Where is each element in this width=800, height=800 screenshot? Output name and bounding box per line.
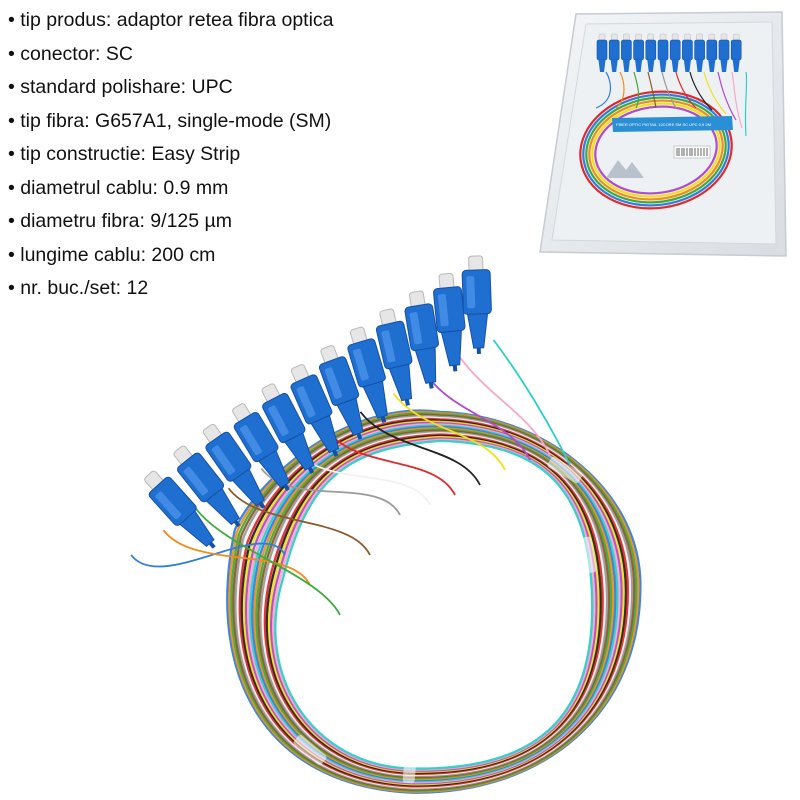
fiber-strand xyxy=(359,411,481,486)
fiber-loop-strand xyxy=(234,415,633,790)
fiber-loop-strand xyxy=(232,413,636,791)
sc-connector-row xyxy=(144,255,492,549)
product-package-image: FIBER OPTIC PIGTAIL 12CORE SM SC UPC 0.9… xyxy=(539,11,787,257)
package-fiber-strands xyxy=(595,71,748,137)
fiber-strand xyxy=(130,542,286,568)
spec-item: diametrul cablu: 0.9 mm xyxy=(8,172,334,206)
fiber-loop-strand xyxy=(261,432,606,776)
package-sc-connector xyxy=(730,33,742,72)
spec-item: diametru fibra: 9/125 µm xyxy=(8,205,334,239)
sc-connector xyxy=(404,290,439,389)
spec-item: tip fibra: G657A1, single-mode (SM) xyxy=(8,105,334,139)
fiber-loop-strand xyxy=(274,439,594,770)
package-label-text: FIBER OPTIC PIGTAIL 12CORE SM SC UPC 0.9… xyxy=(616,122,711,127)
mountain-logo-icon xyxy=(606,160,644,178)
fiber-loop-strand xyxy=(255,428,613,780)
fiber-strand xyxy=(227,487,371,556)
fiber-loop-strand xyxy=(263,433,604,775)
spec-list: tip produs: adaptor retea fibra optica c… xyxy=(8,4,334,306)
sc-connector xyxy=(347,326,388,423)
sc-connector xyxy=(318,345,364,440)
sc-connector xyxy=(261,383,315,474)
fiber-loop-strand xyxy=(236,416,631,789)
spec-item: tip produs: adaptor retea fibra optica xyxy=(8,4,333,38)
fiber-loop-strand xyxy=(267,435,600,773)
fiber-loop-strand xyxy=(230,412,638,792)
spec-item: tip constructie: Easy Strip xyxy=(8,138,334,172)
package-sc-connector xyxy=(694,33,705,72)
fiber-loop-strand xyxy=(259,430,608,777)
package-sc-connector xyxy=(621,33,632,72)
fiber-pigtail-set-image xyxy=(130,255,642,794)
package-sc-connector xyxy=(669,33,681,72)
package-sc-connector xyxy=(682,33,693,72)
sc-connector xyxy=(375,308,413,406)
coil-tape-band xyxy=(547,456,583,484)
sc-connector xyxy=(461,255,492,355)
sc-connector xyxy=(173,445,241,528)
package-sc-connector xyxy=(657,33,669,72)
fiber-strand xyxy=(392,393,506,471)
spec-item: lungime cablu: 200 cm xyxy=(8,239,334,273)
coil-tape-band xyxy=(293,735,327,765)
fiber-loop-strand xyxy=(270,437,598,772)
fiber-strand xyxy=(326,429,456,496)
package-sc-connector xyxy=(706,33,718,72)
spec-item: nr. buc./set: 12 xyxy=(8,272,334,306)
fiber-coil xyxy=(226,409,642,794)
package-connector-row xyxy=(596,33,742,72)
package-sc-connector xyxy=(608,33,620,72)
fiber-loop-strand xyxy=(272,438,596,771)
sc-connector xyxy=(202,423,266,509)
package-sc-connector xyxy=(645,33,657,72)
fiber-strand xyxy=(426,374,531,461)
sc-connector xyxy=(433,272,466,372)
package-sc-connector xyxy=(718,33,730,72)
spec-item: standard polishare: UPC xyxy=(8,71,334,105)
package-sc-connector xyxy=(633,33,644,72)
package-sc-connector xyxy=(596,33,608,72)
fiber-loop-strand xyxy=(257,429,610,779)
fiber-strand xyxy=(492,339,571,466)
spec-item: conector: SC xyxy=(8,38,334,72)
coil-tape-band xyxy=(402,746,418,784)
barcode-icon xyxy=(676,148,708,156)
sc-connector xyxy=(290,364,340,457)
package-label: FIBER OPTIC PIGTAIL 12CORE SM SC UPC 0.9… xyxy=(606,116,733,178)
fiber-strand xyxy=(459,357,551,456)
package-fiber-loop xyxy=(579,90,733,210)
coil-tape-band xyxy=(579,536,597,574)
sc-connector xyxy=(144,470,216,549)
fiber-strand xyxy=(162,529,311,586)
fiber-strand xyxy=(195,508,341,616)
sc-connector xyxy=(232,403,290,492)
fiber-loop-strand xyxy=(265,434,602,774)
